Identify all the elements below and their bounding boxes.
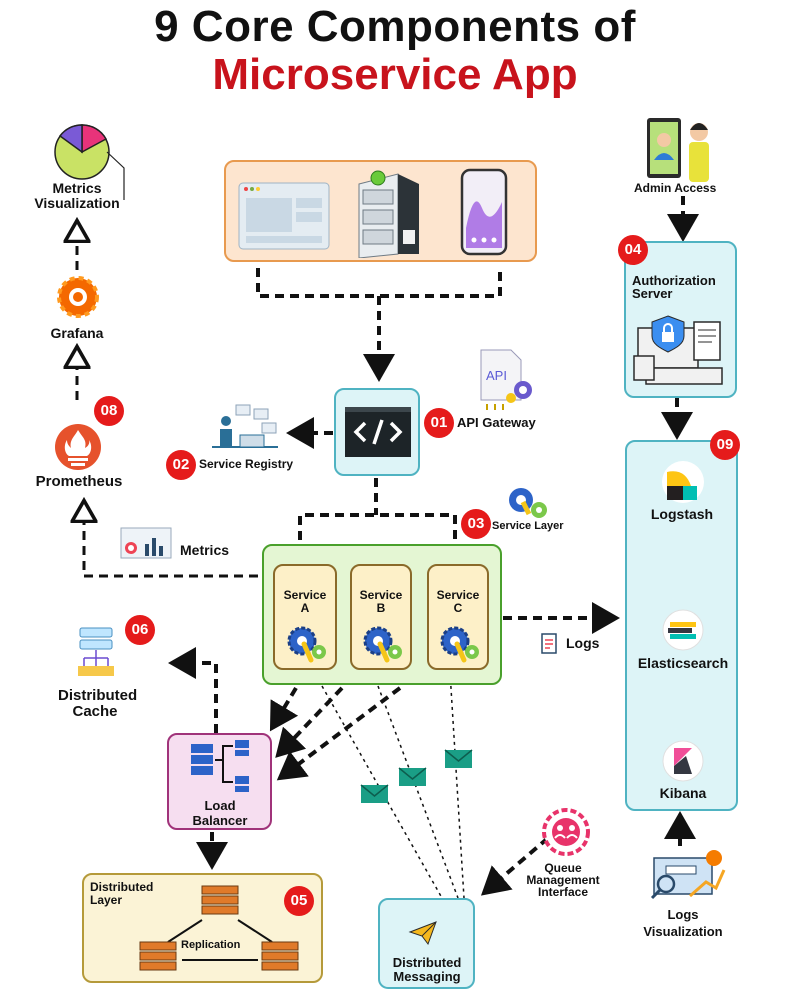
service-layer-icon [509, 488, 547, 518]
api-icon-text: API [486, 368, 507, 383]
kibana-icon [662, 740, 704, 782]
service-c-card: Service C [427, 564, 489, 670]
distributed-layer-badge: 05 [284, 886, 314, 916]
service-layer-label: Service Layer [492, 520, 564, 532]
load-balancer-icon [191, 740, 249, 792]
service-c-label: Service C [436, 588, 480, 615]
load-balancer-box [167, 733, 272, 830]
server-rack-icon [358, 170, 419, 258]
logs-visualization-label: Logs Visualization [643, 907, 723, 939]
api-gateway-box [334, 388, 420, 476]
admin-access-label: Admin Access [634, 181, 717, 195]
service-layer-badge: 03 [461, 509, 491, 539]
service-c-gear-icon [440, 626, 479, 663]
distributed-messaging-box [378, 898, 475, 989]
queue-management-label: Queue Management Interface [526, 861, 600, 899]
prometheus-label: Prometheus [35, 473, 123, 490]
monitoring-badge: 08 [94, 396, 124, 426]
logs-visualization-icon [650, 850, 726, 900]
queue-management-icon [542, 808, 590, 856]
service-registry-label: Service Registry [199, 457, 294, 471]
service-b-label: Service B [359, 588, 403, 615]
load-balancer-label: Load Balancer [192, 798, 248, 828]
service-a-card: Service A [273, 564, 337, 670]
service-registry-icon [212, 404, 278, 448]
api-gateway-badge: 01 [424, 408, 454, 438]
api-gateway-label: API Gateway [457, 415, 536, 430]
replication-label: Replication [181, 939, 241, 951]
server-right-icon [261, 941, 299, 971]
replication-diagram [139, 885, 299, 971]
distributed-cache-badge: 06 [125, 615, 155, 645]
pie-chart-icon [54, 124, 125, 200]
service-b-card: Service B [350, 564, 412, 670]
server-left-icon [139, 941, 177, 971]
distributed-cache-label: Distributed Cache [58, 687, 138, 720]
grafana-label: Grafana [50, 325, 104, 341]
logstash-icon [662, 461, 704, 503]
logstash-label: Logstash [650, 506, 714, 522]
kibana-label: Kibana [659, 785, 707, 801]
grafana-icon [57, 276, 99, 318]
elasticsearch-label: Elasticsearch [637, 655, 729, 671]
server-top-icon [201, 885, 239, 915]
service-registry-badge: 02 [166, 450, 196, 480]
distributed-layer-label: Distributed Layer [90, 880, 154, 907]
logs-label: Logs [566, 635, 600, 651]
paper-plane-icon [408, 921, 437, 946]
metrics-visualization-label: Metrics Visualization [34, 180, 120, 211]
api-icon: API [480, 349, 532, 410]
metrics-label: Metrics [180, 542, 230, 558]
authorization-server-badge: 04 [618, 235, 648, 265]
distributed-messaging-label: Distributed Messaging [392, 955, 462, 984]
page-title-line2: Microservice App [212, 50, 578, 99]
prometheus-icon [55, 424, 101, 470]
clients-box [224, 160, 537, 262]
distributed-cache-icon [78, 627, 114, 676]
security-server-icon [633, 315, 723, 385]
page-title-line1: 9 Core Components of [154, 2, 636, 51]
service-a-label: Service A [283, 588, 327, 615]
metrics-chart-icon [120, 527, 172, 559]
mobile-phone-icon [460, 168, 508, 256]
admin-user-icon [647, 118, 709, 182]
code-icon [345, 407, 411, 457]
logs-document-icon [541, 633, 557, 654]
service-a-gear-icon [287, 626, 326, 663]
elasticsearch-icon [662, 609, 704, 651]
logging-badge: 09 [710, 430, 740, 460]
web-browser-icon [238, 182, 330, 250]
service-b-gear-icon [363, 626, 402, 663]
authorization-server-label: Authorization Server [632, 273, 716, 301]
